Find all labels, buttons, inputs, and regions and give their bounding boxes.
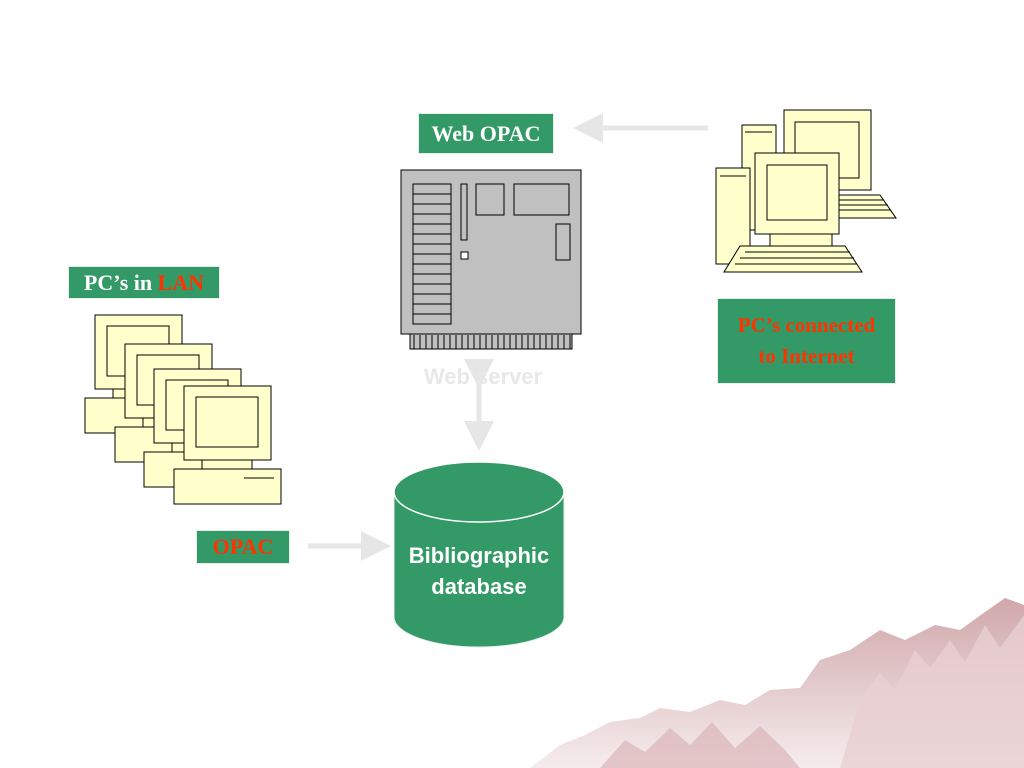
database-label: Bibliographic database [394, 540, 564, 602]
pcs-in-text: PC’s in [83, 269, 158, 295]
database-line2: database [431, 574, 527, 599]
web-server-label: Web server [423, 364, 543, 389]
pcs-in-lan-label: PC’s in LAN [68, 266, 220, 299]
internet-line2: to Internet [758, 344, 855, 368]
internet-line1: PC’s connected [737, 313, 876, 337]
pcs-connected-internet-label: PC’s connected to Internet [717, 298, 896, 384]
lan-computer-icon [173, 385, 282, 505]
opac-label: OPAC [196, 530, 290, 564]
web-opac-label: Web OPAC [418, 113, 554, 154]
opac-text: OPAC [212, 534, 274, 559]
database-line1: Bibliographic [408, 543, 550, 568]
web-opac-text: Web OPAC [431, 120, 541, 146]
lan-text: LAN [157, 269, 205, 295]
